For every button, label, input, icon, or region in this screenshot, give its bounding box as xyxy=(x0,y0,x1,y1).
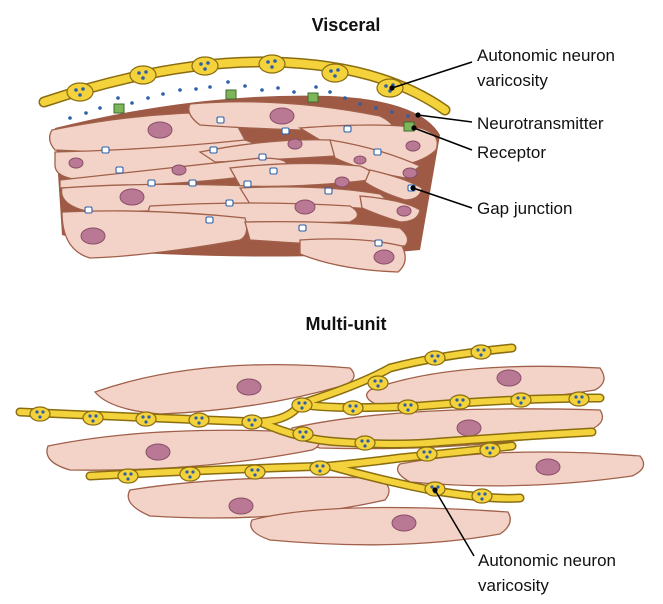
gap-junction xyxy=(147,179,156,187)
varicosity xyxy=(135,411,157,427)
varicosity xyxy=(471,488,493,504)
visceral-cell xyxy=(299,238,406,273)
label-receptor: Receptor xyxy=(477,143,546,162)
varicosity xyxy=(321,63,349,83)
varicosity xyxy=(244,464,266,480)
multiunit-axons xyxy=(15,343,605,504)
gap-junction xyxy=(258,153,267,161)
varicosity xyxy=(29,406,51,422)
gap-junction xyxy=(324,187,333,195)
receptor xyxy=(403,121,415,132)
nucleus xyxy=(334,176,350,188)
nucleus xyxy=(496,369,522,387)
varicosity xyxy=(129,65,157,85)
nucleus xyxy=(228,497,254,515)
nucleus xyxy=(236,378,262,396)
multiunit-labels: Autonomic neuron varicosity xyxy=(432,487,616,595)
gap-junction xyxy=(209,146,218,154)
nucleus xyxy=(287,138,303,150)
label-neurotransmitter: Neurotransmitter xyxy=(477,114,604,133)
label-varicosity-line2: varicosity xyxy=(477,71,548,90)
varicosity xyxy=(191,56,219,76)
nucleus xyxy=(396,205,412,217)
nucleus xyxy=(80,227,106,245)
gap-junction xyxy=(101,146,110,154)
nucleus xyxy=(119,188,145,206)
nucleus xyxy=(373,249,395,265)
gap-junction xyxy=(188,179,197,187)
label-gap-junction: Gap junction xyxy=(477,199,572,218)
receptor xyxy=(113,103,125,114)
gap-junction xyxy=(269,167,278,175)
multiunit-title: Multi-unit xyxy=(306,314,387,334)
varicosity xyxy=(291,397,313,413)
varicosity xyxy=(367,375,389,391)
nucleus xyxy=(402,167,418,179)
varicosity xyxy=(179,466,201,482)
multiunit-cell xyxy=(250,506,511,546)
nucleus xyxy=(269,107,295,125)
nucleus xyxy=(171,164,187,176)
nucleus xyxy=(456,419,482,437)
varicosity xyxy=(449,394,471,410)
varicosity xyxy=(292,426,314,442)
varicosity xyxy=(241,414,263,430)
varicosity xyxy=(309,460,331,476)
visceral-cell xyxy=(61,210,248,259)
varicosity xyxy=(342,400,364,416)
nucleus xyxy=(145,443,171,461)
varicosity xyxy=(258,54,286,74)
receptor xyxy=(225,89,237,100)
gap-junction xyxy=(115,166,124,174)
multiunit-panel: Multi-unit xyxy=(15,314,645,595)
varicosity xyxy=(479,442,501,458)
visceral-cell xyxy=(364,169,423,201)
multiunit-nuclei xyxy=(145,369,561,532)
nucleus xyxy=(535,458,561,476)
nucleus xyxy=(68,157,84,169)
varicosity xyxy=(66,82,94,102)
label-varicosity-line1: Autonomic neuron xyxy=(477,46,615,65)
gap-junction xyxy=(343,125,352,133)
visceral-labels: Autonomic neuron varicosity Neurotransmi… xyxy=(389,46,615,218)
gap-junction xyxy=(243,180,252,188)
varicosity xyxy=(354,435,376,451)
visceral-neurotransmitter xyxy=(68,80,410,120)
visceral-receptors xyxy=(113,89,415,132)
varicosity xyxy=(416,446,438,462)
nucleus xyxy=(391,514,417,532)
gap-junction xyxy=(216,116,225,124)
visceral-nuclei xyxy=(68,107,421,265)
label-varicosity-line2: varicosity xyxy=(478,576,549,595)
gap-junction xyxy=(84,206,93,214)
gap-junction xyxy=(205,216,214,224)
varicosity xyxy=(188,412,210,428)
gap-junction xyxy=(374,239,383,247)
label-varicosity-line1: Autonomic neuron xyxy=(478,551,616,570)
gap-junction xyxy=(373,148,382,156)
gap-junction xyxy=(225,199,234,207)
gap-junction xyxy=(298,224,307,232)
varicosity xyxy=(470,344,492,360)
varicosity xyxy=(82,410,104,426)
varicosity xyxy=(568,391,590,407)
multiunit-cell xyxy=(46,429,320,471)
visceral-axon xyxy=(38,54,451,116)
varicosity xyxy=(424,350,446,366)
multiunit-cell xyxy=(127,476,390,519)
varicosity xyxy=(510,392,532,408)
nucleus xyxy=(294,199,316,215)
nucleus xyxy=(147,121,173,139)
nucleus xyxy=(405,140,421,152)
nucleus xyxy=(353,155,367,165)
receptor xyxy=(307,92,319,103)
visceral-panel: Visceral xyxy=(38,15,615,273)
varicosity xyxy=(117,468,139,484)
gap-junction xyxy=(281,127,290,135)
visceral-title: Visceral xyxy=(312,15,381,35)
varicosity xyxy=(397,399,419,415)
